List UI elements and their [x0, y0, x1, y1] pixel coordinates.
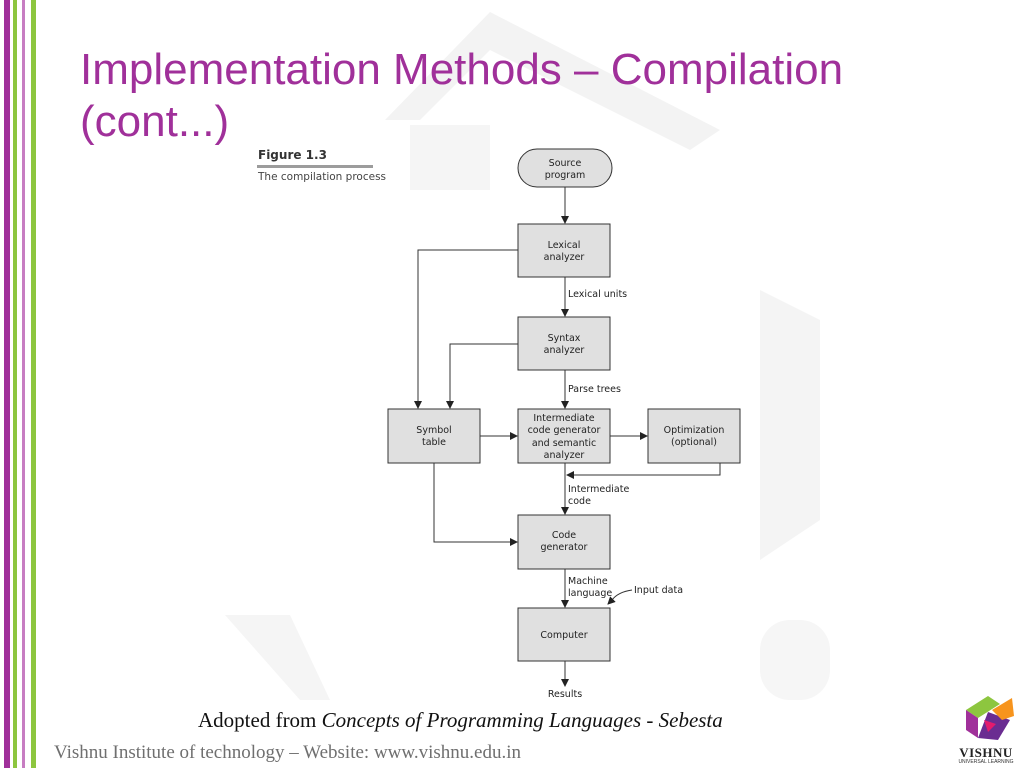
node-computer: [517, 607, 611, 662]
node-syntax-label-2: analyzer: [544, 345, 585, 356]
node-syntax-analyzer: [517, 316, 611, 371]
stripe-purple-1: [4, 0, 10, 768]
node-lexical-label-2: analyzer: [544, 252, 585, 263]
edge-label-input-data: Input data: [634, 585, 683, 596]
logo-name: VISHNU: [959, 745, 1013, 760]
node-symbol-table: [387, 408, 481, 464]
node-codegen-label-2: generator: [541, 542, 588, 553]
slide-title-line-1: Implementation Methods – Compilation: [80, 45, 844, 94]
node-lexical-label-1: Lexical: [548, 240, 581, 251]
node-lexical-analyzer: [517, 223, 611, 278]
node-intermediate-label-1: Intermediate: [533, 413, 594, 424]
source-credit-prefix: Adopted from: [198, 708, 322, 732]
source-credit-book: Concepts of Programming Languages - Sebe…: [321, 708, 723, 732]
node-optimization-label-1: Optimization: [664, 425, 725, 436]
node-syntax-label-1: Syntax: [548, 333, 581, 344]
node-optimization: [647, 408, 741, 464]
edge-label-parse-trees: Parse trees: [568, 384, 621, 395]
slide-title-line-2: (cont...): [80, 97, 230, 146]
node-intermediate-label-3: and semantic: [532, 438, 596, 449]
edge-label-machine-language-2: language: [568, 588, 612, 599]
stripe-green-2: [31, 0, 36, 768]
node-optimization-label-2: (optional): [671, 437, 717, 448]
edge-label-intermediate-code-2: code: [568, 496, 591, 507]
edge-label-results: Results: [548, 689, 582, 700]
edge-optimization-to-code: [566, 463, 721, 479]
node-symbol-label-1: Symbol: [416, 425, 451, 436]
edge-label-intermediate-code-1: Intermediate: [568, 484, 629, 495]
edge-label-machine-language-1: Machine: [568, 576, 608, 587]
stripe-green-1: [13, 0, 17, 768]
source-credit: Adopted from Concepts of Programming Lan…: [198, 708, 723, 733]
node-intermediate-code-generator: [517, 408, 611, 464]
edge-input-data-to-computer: [607, 589, 633, 605]
figure-caption: The compilation process: [258, 171, 387, 183]
node-code-generator: [517, 514, 611, 570]
node-source-label-1: Source: [549, 158, 582, 169]
edge-lexical-to-symbol: [414, 249, 518, 409]
node-computer-label: Computer: [540, 630, 587, 641]
edge-symbol-to-codegen: [433, 463, 518, 546]
node-source-label-2: program: [545, 170, 586, 181]
stripe-purple-2: [22, 0, 25, 768]
node-codegen-label-1: Code: [552, 530, 576, 541]
node-intermediate-label-4: analyzer: [544, 450, 585, 461]
slide-title: Implementation Methods – Compilation (co…: [80, 44, 940, 148]
node-intermediate-label-2: code generator: [528, 425, 601, 436]
node-symbol-label-2: table: [422, 437, 446, 448]
figure-rule: [257, 165, 373, 168]
edge-label-lexical-units: Lexical units: [568, 289, 627, 300]
logo-tagline: UNIVERSAL LEARNING: [958, 759, 1014, 765]
vishnu-logo-icon: [966, 696, 1014, 740]
edge-syntax-to-symbol: [446, 343, 518, 409]
figure-heading: Figure 1.3: [258, 148, 327, 162]
footer-text: Vishnu Institute of technology – Website…: [54, 742, 522, 763]
